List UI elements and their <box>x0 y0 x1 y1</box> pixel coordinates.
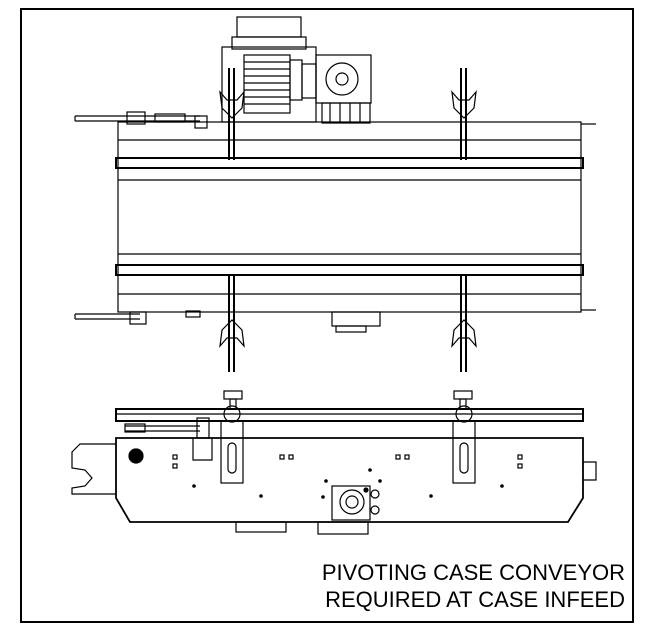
drive-base <box>331 311 381 327</box>
end-bracket-right <box>583 461 597 481</box>
gearbox <box>301 54 372 124</box>
guide-post-left <box>219 68 245 372</box>
mounting-hole <box>128 448 144 464</box>
motor-underside <box>235 521 287 533</box>
drawing-caption: PIVOTING CASE CONVEYOR REQUIRED AT CASE … <box>322 559 625 613</box>
end-bracket-left <box>71 443 116 495</box>
side-view <box>71 390 597 535</box>
rail-bracket-right <box>452 405 476 484</box>
guide-post-right <box>451 68 477 372</box>
adjust-knob-left <box>223 390 243 410</box>
drawing-frame <box>20 8 634 623</box>
caption-line-2: REQUIRED AT CASE INFEED <box>325 587 625 612</box>
conveyor-frame-side <box>115 437 584 523</box>
top-view <box>74 16 596 372</box>
caption-line-1: PIVOTING CASE CONVEYOR <box>321 560 625 585</box>
sensor-bracket-top <box>74 111 208 129</box>
adjust-knob-right <box>453 390 473 410</box>
sensor-bracket-bottom <box>74 310 201 325</box>
guide-rail-side <box>115 408 584 422</box>
drive-flange <box>321 468 382 521</box>
conveyor-body-top <box>115 121 596 313</box>
rail-bracket-left <box>220 405 244 484</box>
